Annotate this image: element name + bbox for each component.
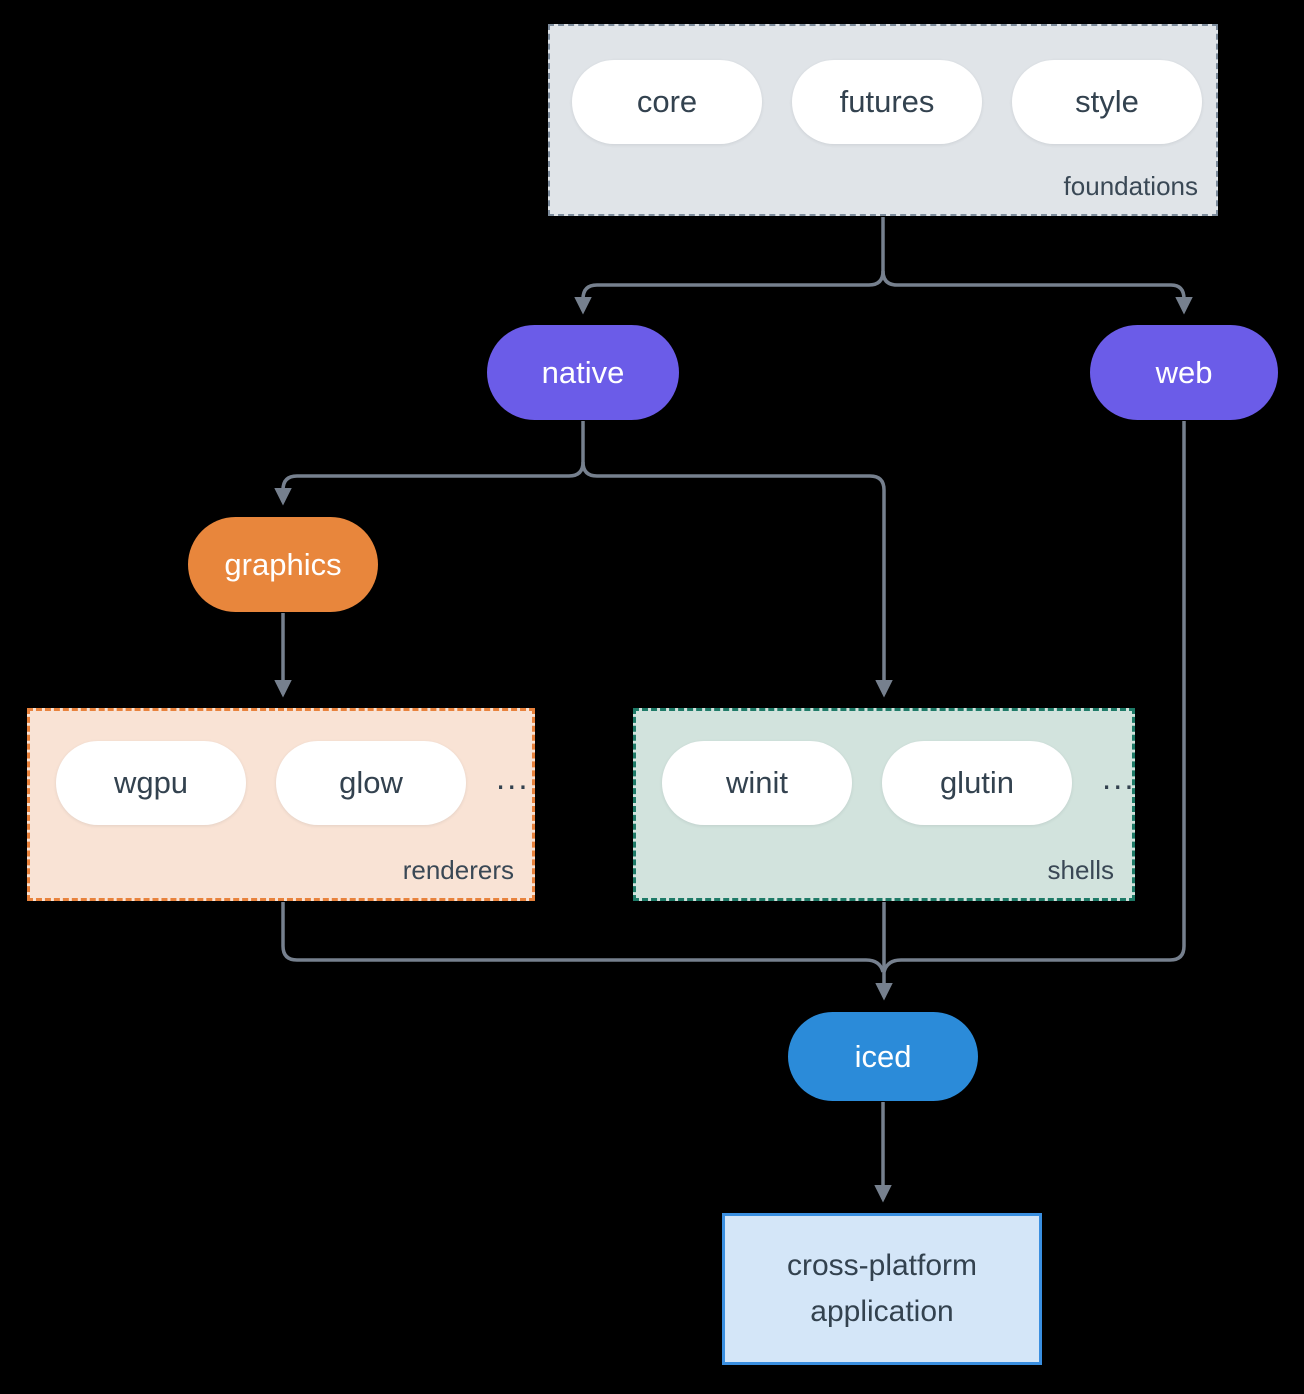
renderers-ellipsis: ... xyxy=(496,759,530,796)
pill-glow: glow xyxy=(276,741,466,825)
wire-native-to-shells xyxy=(581,461,893,698)
wire-renderers-to-merge xyxy=(281,902,885,973)
shells-group: winit glutin ... shells xyxy=(633,708,1135,901)
pill-futures: futures xyxy=(792,60,982,144)
wire-foundations-to-web xyxy=(881,270,1193,315)
foundations-pill-row: core futures style xyxy=(550,26,1216,144)
node-iced: iced xyxy=(788,1012,978,1101)
shells-pill-row: winit glutin ... xyxy=(636,711,1134,825)
foundations-group: core futures style foundations xyxy=(548,24,1218,216)
pill-wgpu: wgpu xyxy=(56,741,246,825)
pill-glutin: glutin xyxy=(882,741,1072,825)
wire-native-to-graphics xyxy=(274,421,585,506)
wire-foundations-to-native xyxy=(574,217,885,315)
renderers-pill-row: wgpu glow ... xyxy=(30,711,532,825)
node-web: web xyxy=(1090,325,1278,420)
shells-group-label: shells xyxy=(1047,855,1114,885)
node-graphics: graphics xyxy=(188,517,378,612)
pill-style: style xyxy=(1012,60,1202,144)
foundations-group-label: foundations xyxy=(1063,171,1198,201)
shells-ellipsis: ... xyxy=(1102,759,1136,796)
cross-platform-application-box: cross-platform application xyxy=(722,1213,1042,1365)
renderers-group: wgpu glow ... renderers xyxy=(27,708,535,901)
pill-core: core xyxy=(572,60,762,144)
node-native: native xyxy=(487,325,679,420)
pill-winit: winit xyxy=(662,741,852,825)
renderers-group-label: renderers xyxy=(402,855,514,885)
